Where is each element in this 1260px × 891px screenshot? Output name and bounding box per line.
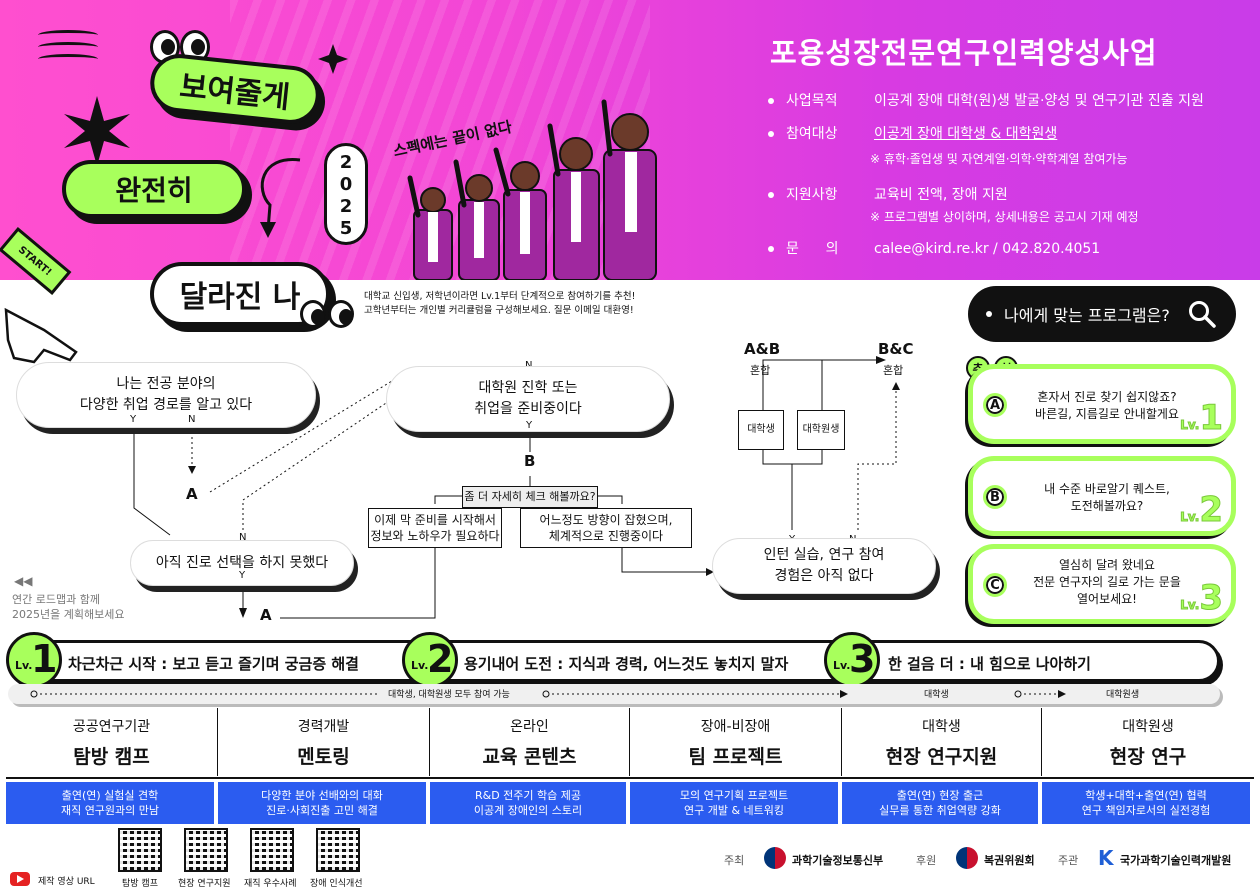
label-ab: A&B <box>744 340 781 358</box>
year-2025: 2 0 2 5 <box>324 143 368 245</box>
wave-decoration <box>38 42 98 52</box>
star-burst-icon <box>64 96 130 166</box>
option-beginner[interactable]: 이제 막 준비를 시작해서 정보와 노하우가 필요하다 <box>368 508 502 548</box>
level-2-badge: Lv.2 <box>402 632 458 688</box>
box-undergrad: 대학생 <box>738 410 784 450</box>
project-title: 포용성장전문연구인력양성사업 <box>770 36 1158 70</box>
search-icon[interactable] <box>1188 300 1216 328</box>
qr-code[interactable] <box>316 828 360 872</box>
government-emblem-icon <box>764 847 786 869</box>
cheering-people-illustration <box>407 99 657 280</box>
info-support-note: ※ 프로그램별 상이하며, 상세내용은 공고시 기재 예정 <box>870 210 1139 224</box>
level-1-badge: Lv.1 <box>6 632 62 688</box>
program-desc: 학생+대학+출연(연) 협력 연구 책임자로서의 실전경험 <box>1042 782 1250 824</box>
level-3-text: 한 걸음 더 : 내 힘으로 나아하기 <box>888 655 1091 673</box>
eye-icon <box>328 300 354 328</box>
level-1-text: 차근차근 시작 : 보고 듣고 즐기며 궁금증 해결 <box>68 655 359 673</box>
track-dotted-line <box>30 690 1066 698</box>
recommend-card-b[interactable]: B 내 수준 바로알기 퀘스트, 도전해볼까요? Lv.2 <box>968 456 1236 536</box>
contact-link[interactable]: calee@kird.re.kr / 042.820.4051 <box>874 241 1101 257</box>
wave-decoration <box>38 54 98 64</box>
program-desc: 모의 연구기획 프로젝트 연구 개발 & 네트워킹 <box>630 782 838 824</box>
question-know-career: 나는 전공 분야의 다양한 취업 경로를 알고 있다 <box>16 362 316 428</box>
recommend-card-c[interactable]: C 열심히 달려 왔네요 전문 연구자의 길로 가는 문을 열어보세요! Lv.… <box>968 544 1236 624</box>
question-grad-or-job: 대학원 진학 또는 취업을 준비중이다 <box>386 366 670 432</box>
program-online[interactable]: 온라인 교육 콘텐츠 <box>430 708 630 776</box>
label-bc: B&C <box>878 340 914 358</box>
program-search-bar[interactable]: 나에게 맞는 프로그램은? <box>968 286 1236 342</box>
program-field-support[interactable]: 대학생 현장 연구지원 <box>842 708 1042 776</box>
program-desc: 다양한 분야 선배와의 대화 진로·사회진출 고민 해결 <box>218 782 426 824</box>
level-3-badge: Lv.3 <box>824 632 880 688</box>
question-no-career-choice: 아직 진로 선택을 하지 못했다 <box>130 540 354 586</box>
program-mentoring[interactable]: 경력개발 멘토링 <box>218 708 430 776</box>
track-all: 대학생, 대학원생 모두 참여 가능 <box>388 690 510 700</box>
host-name: 과학기술정보통신부 <box>792 854 884 867</box>
level-bar <box>8 640 1220 682</box>
node-a-bottom: A <box>260 606 272 624</box>
program-team[interactable]: 장애-비장애 팀 프로젝트 <box>630 708 842 776</box>
sparkle-icon <box>318 44 348 74</box>
box-grad: 대학원생 <box>797 410 845 450</box>
intro-text: 대학교 신입생, 저학년이라면 Lv.1부터 단계적으로 참여하기를 추천! 고… <box>364 291 636 316</box>
search-placeholder: 나에게 맞는 프로그램은? <box>1004 306 1170 325</box>
qr-code[interactable] <box>250 828 294 872</box>
info-target-note: ※ 휴학·졸업생 및 자연계열·의학·약학계열 참여가능 <box>870 152 1128 166</box>
eye-icon <box>300 300 326 328</box>
qr-code[interactable] <box>184 828 228 872</box>
question-no-intern: 인턴 실습, 연구 참여 경험은 아직 없다 <box>712 538 936 594</box>
qr-code[interactable] <box>118 828 162 872</box>
hero-banner: 보여줄게 완전히 2 0 2 5 스펙에는 끝이 없다 <box>0 0 1260 280</box>
program-desc: 출연(연) 현장 출근 실무를 통한 취업역량 강화 <box>842 782 1038 824</box>
pointing-hand-icon <box>4 307 78 364</box>
option-progressing[interactable]: 어느정도 방향이 잡혔으며, 체계적으로 진행중이다 <box>520 508 692 548</box>
programs-divider <box>6 777 1254 779</box>
video-url-label: 제작 영상 URL <box>38 877 95 887</box>
sponsor-name: 복권위원회 <box>984 854 1035 867</box>
program-desc: 출연(연) 실험실 견학 재직 연구원과의 만남 <box>6 782 214 824</box>
program-field-research[interactable]: 대학원생 현장 연구 <box>1109 719 1187 768</box>
pill-completely: 완전히 <box>62 160 246 218</box>
rewind-icon: ◀◀ <box>14 574 33 588</box>
roadmap-note: 연간 로드맵과 함께 2025년을 계획해보세요 <box>12 593 125 621</box>
kird-logo-icon: K <box>1098 846 1114 870</box>
eye-icon <box>150 30 180 64</box>
recommend-card-a[interactable]: A 혼자서 진로 찾기 쉽지않죠? 바른길, 지름길로 안내할게요 Lv.1 <box>968 364 1236 444</box>
program-camp[interactable]: 공공연구기관 탐방 캠프 <box>6 708 218 776</box>
detail-check-label: 좀 더 자세히 체크 해볼까요? <box>462 486 598 508</box>
level-2-text: 용기내어 도전 : 지식과 경력, 어느것도 놓치지 말자 <box>464 655 789 673</box>
track-grad: 대학원생 <box>1106 690 1140 700</box>
curved-arrow-icon <box>260 158 301 238</box>
program-desc: R&D 전주기 학습 제공 이공계 장애인의 스토리 <box>430 782 626 824</box>
organizer-name: 국가과학기술인력개발원 <box>1120 854 1232 867</box>
node-b: B <box>524 452 536 470</box>
government-emblem-icon <box>956 847 978 869</box>
wave-decoration <box>38 30 98 40</box>
node-a: A <box>186 485 198 503</box>
track-undergrad: 대학생 <box>924 690 949 700</box>
